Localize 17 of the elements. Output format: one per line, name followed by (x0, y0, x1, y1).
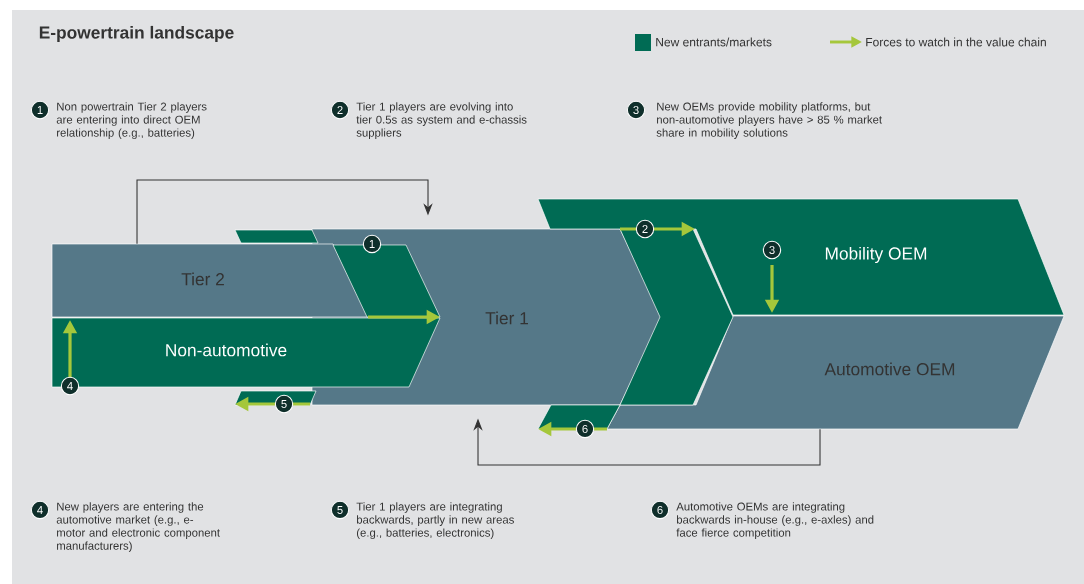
callout-number: 1 (362, 234, 382, 254)
note-text: Automotive OEMs are integrating backwards in-house (e.g., e-axles) and face fierce competition (676, 502, 874, 539)
callout-number: 2 (635, 219, 655, 239)
note-text: New OEMs provide mobility platforms, but non-automotive players have > 85 % market share in mobility solutions (656, 102, 882, 139)
note-text: Tier 1 players are integrating backwards, partly in new areas (e.g., batteries, electronics) (356, 502, 514, 539)
note-text: Tier 1 players are evolving into tier 0.5s as system and e-chassis suppliers (356, 102, 527, 139)
legend-label: New entrants/markets (656, 37, 772, 47)
callout-number: 5 (274, 394, 294, 414)
note-text: Non powertrain Tier 2 players are entering into direct OEM relationship (e.g., batteries) (56, 102, 207, 139)
callout-number: 4 (60, 376, 80, 396)
connector-arrow (136, 179, 433, 245)
note-text: New players are entering the automotive market (e.g., e-motor and electronic component manufacturers) (56, 502, 220, 552)
callout-number: 6 (575, 419, 595, 439)
callout-number: 3 (762, 240, 782, 260)
parallelogram-shape (234, 229, 319, 244)
title: E-powertrain landscape (39, 25, 234, 43)
legend-label: Forces to watch in the value chain (866, 37, 1046, 47)
